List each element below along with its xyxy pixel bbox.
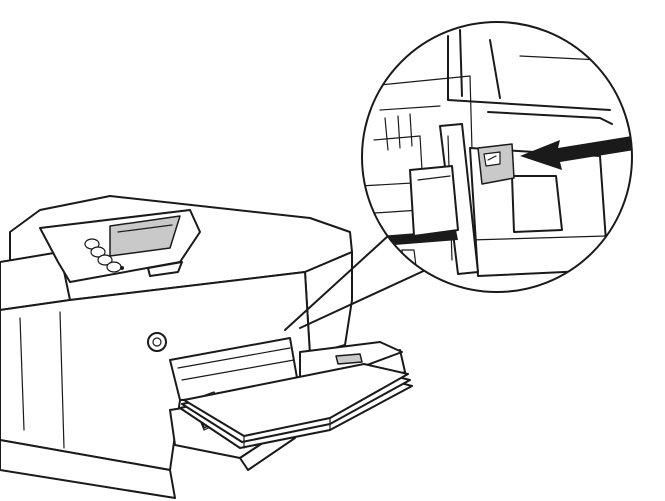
panel-buttons: [84, 238, 124, 273]
power-button-icon: [147, 332, 167, 352]
arrow-left-icon: [520, 136, 632, 170]
magnifier-callout-icon: [361, 21, 633, 293]
printer-icon: [0, 195, 353, 499]
paper-stack-icon: [179, 363, 413, 449]
callout-leader-lines: [284, 235, 431, 331]
